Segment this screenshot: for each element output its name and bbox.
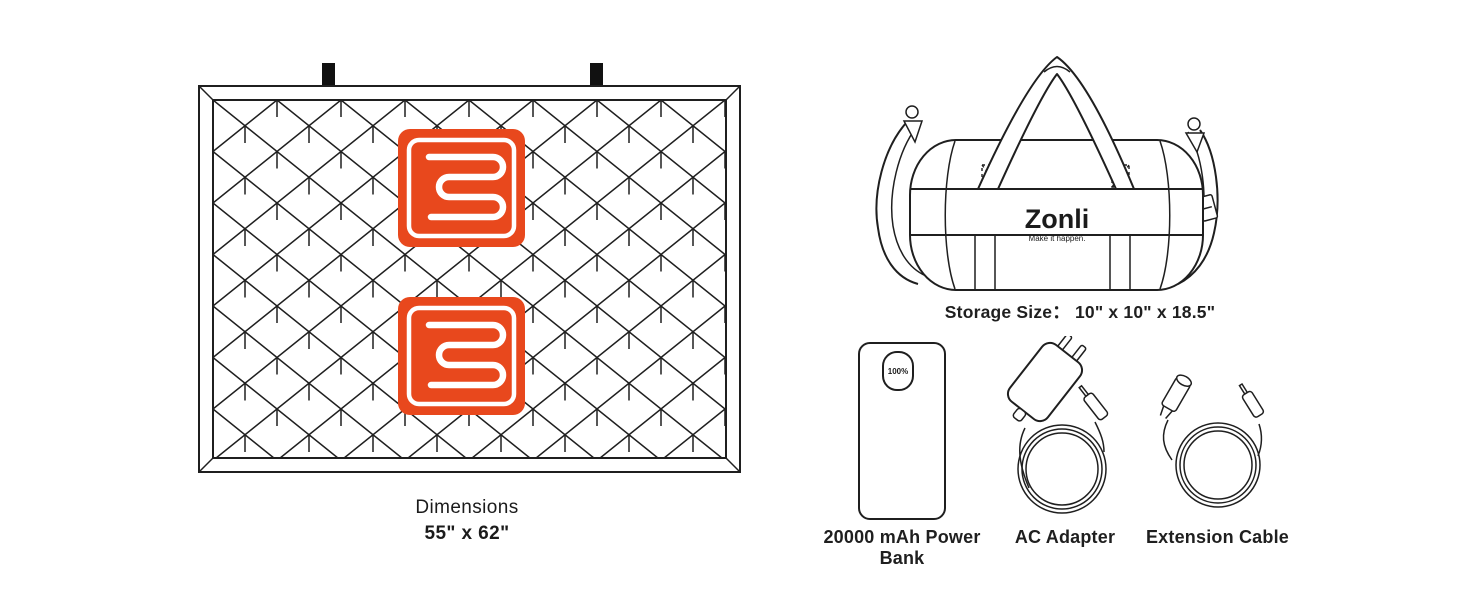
power-bank-display: 100% <box>888 367 908 376</box>
storage-bag-illustration: Zonli Make it happen. <box>875 56 1219 291</box>
bag-handles <box>977 56 1135 190</box>
heating-element-icon <box>398 297 525 415</box>
blanket-hanging-tab <box>590 63 603 87</box>
brand-tagline: Make it happen. <box>1029 234 1086 243</box>
wall-plug <box>1006 336 1087 423</box>
male-connector <box>1238 382 1265 418</box>
heated-blanket-diagram <box>198 63 741 473</box>
storage-size-caption: Storage Size： 10" x 10" x 18.5" <box>880 299 1280 324</box>
blanket-caption: Dimensions 55" x 62" <box>347 497 587 545</box>
extension-cable-icon <box>1159 374 1265 508</box>
strap-clip-icon <box>1187 117 1201 131</box>
power-bank-icon: 100% <box>858 342 946 520</box>
ac-adapter-icon <box>1006 336 1109 514</box>
brand-logo: Zonli Make it happen. <box>1025 204 1089 243</box>
brand-name: Zonli <box>1025 204 1089 234</box>
dimensions-value: 55" x 62" <box>424 523 510 544</box>
ac-adapter-label: AC Adapter <box>1014 527 1116 547</box>
heating-element-icon <box>398 129 525 247</box>
blanket-hanging-tab <box>322 63 335 87</box>
female-connector <box>1159 374 1193 420</box>
power-bank-label: 20000 mAh Power Bank <box>823 527 981 568</box>
strap-clip-icon <box>905 105 919 119</box>
extension-cable-label: Extension Cable <box>1145 527 1290 547</box>
storage-size-label: Storage Size： <box>944 302 1070 322</box>
dimensions-title: Dimensions <box>415 497 519 518</box>
dc-connector <box>1078 384 1109 421</box>
storage-size-value: 10" x 10" x 18.5" <box>1075 302 1216 322</box>
